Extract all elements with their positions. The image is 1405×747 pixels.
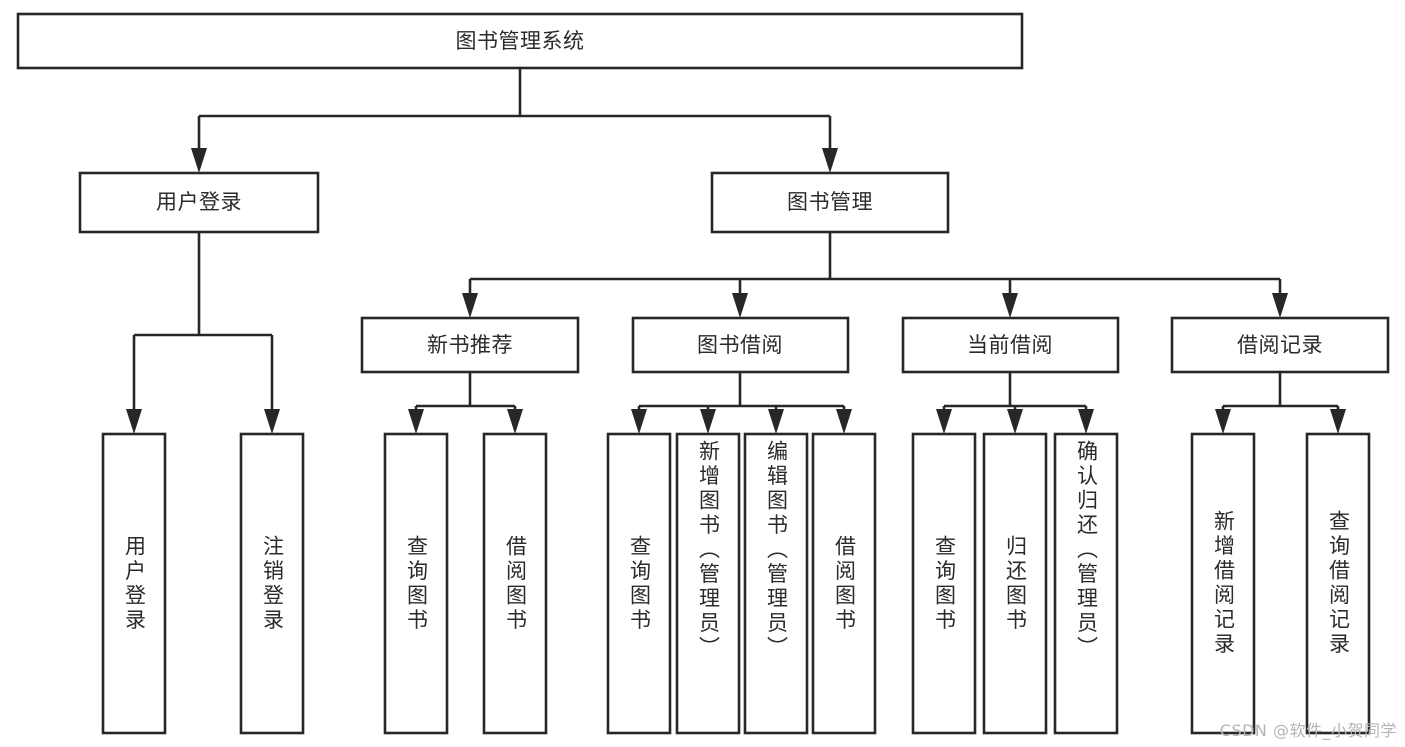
node-leaf-query-borrow-record-box[interactable]: [1305, 432, 1371, 735]
arrowhead-layer: [126, 148, 1346, 434]
node-user-login-box[interactable]: [78, 171, 320, 234]
arrowhead-book-management: [822, 148, 838, 173]
node-leaf-query-books-borrow-box[interactable]: [606, 432, 672, 735]
arrowhead-user-login: [191, 148, 207, 173]
node-current-borrow-box[interactable]: [901, 316, 1120, 374]
arrowhead-new-book-recommend: [462, 293, 478, 318]
node-borrow-records-label: 借阅记录: [1237, 333, 1323, 357]
node-leaf-confirm-return-admin-box[interactable]: [1053, 432, 1119, 735]
node-layer: 图书管理系统 用户登录 图书管理 新书推荐 图书借阅 当前借阅 借阅记录: [16, 12, 1390, 735]
node-book-management-label: 图书管理: [787, 190, 873, 214]
arrowhead-leaf-logout: [264, 409, 280, 434]
arrowhead-leaf-query-borrow-record: [1330, 409, 1346, 434]
arrowhead-leaf-borrow-books-recommend: [507, 409, 523, 434]
node-current-borrow-label: 当前借阅: [967, 333, 1053, 357]
node-borrow-records-box[interactable]: [1170, 316, 1390, 374]
arrowhead-leaf-query-books-borrow: [631, 409, 647, 434]
watermark-text: CSDN @软件_小贺同学: [1219, 721, 1397, 740]
arrowhead-leaf-return-book: [1007, 409, 1023, 434]
node-user-login-label: 用户登录: [156, 190, 242, 214]
node-leaf-logout-box[interactable]: [239, 432, 305, 735]
arrowhead-leaf-query-books-recommend: [408, 409, 424, 434]
arrowhead-book-borrow: [732, 293, 748, 318]
node-root-label: 图书管理系统: [456, 29, 585, 53]
node-leaf-borrow-books-recommend-box[interactable]: [482, 432, 548, 735]
arrowhead-leaf-add-book-admin: [700, 409, 716, 434]
node-leaf-return-book-box[interactable]: [982, 432, 1048, 735]
node-leaf-add-borrow-record-box[interactable]: [1190, 432, 1256, 735]
node-new-book-recommend-box[interactable]: [360, 316, 580, 374]
arrowhead-borrow-records: [1272, 293, 1288, 318]
arrowhead-leaf-borrow-book: [836, 409, 852, 434]
node-new-book-recommend-label: 新书推荐: [427, 333, 513, 357]
arrowhead-leaf-edit-book-admin: [768, 409, 784, 434]
node-root-box[interactable]: [16, 12, 1024, 70]
arrowhead-current-borrow: [1002, 293, 1018, 318]
node-leaf-borrow-book-box[interactable]: [811, 432, 877, 735]
node-leaf-user-login-box[interactable]: [101, 432, 167, 735]
arrowhead-leaf-user-login: [126, 409, 142, 434]
arrowhead-leaf-confirm-return-admin: [1078, 409, 1094, 434]
node-leaf-add-book-admin-box[interactable]: [675, 432, 741, 735]
node-book-borrow-label: 图书借阅: [697, 333, 783, 357]
arrowhead-leaf-query-books-current: [936, 409, 952, 434]
node-leaf-edit-book-admin-box[interactable]: [743, 432, 809, 735]
node-leaf-query-books-current-box[interactable]: [911, 432, 977, 735]
arrowhead-leaf-add-borrow-record: [1215, 409, 1231, 434]
node-leaf-query-books-recommend-box[interactable]: [383, 432, 449, 735]
node-book-borrow-box[interactable]: [631, 316, 850, 374]
node-book-management-box[interactable]: [710, 171, 950, 234]
